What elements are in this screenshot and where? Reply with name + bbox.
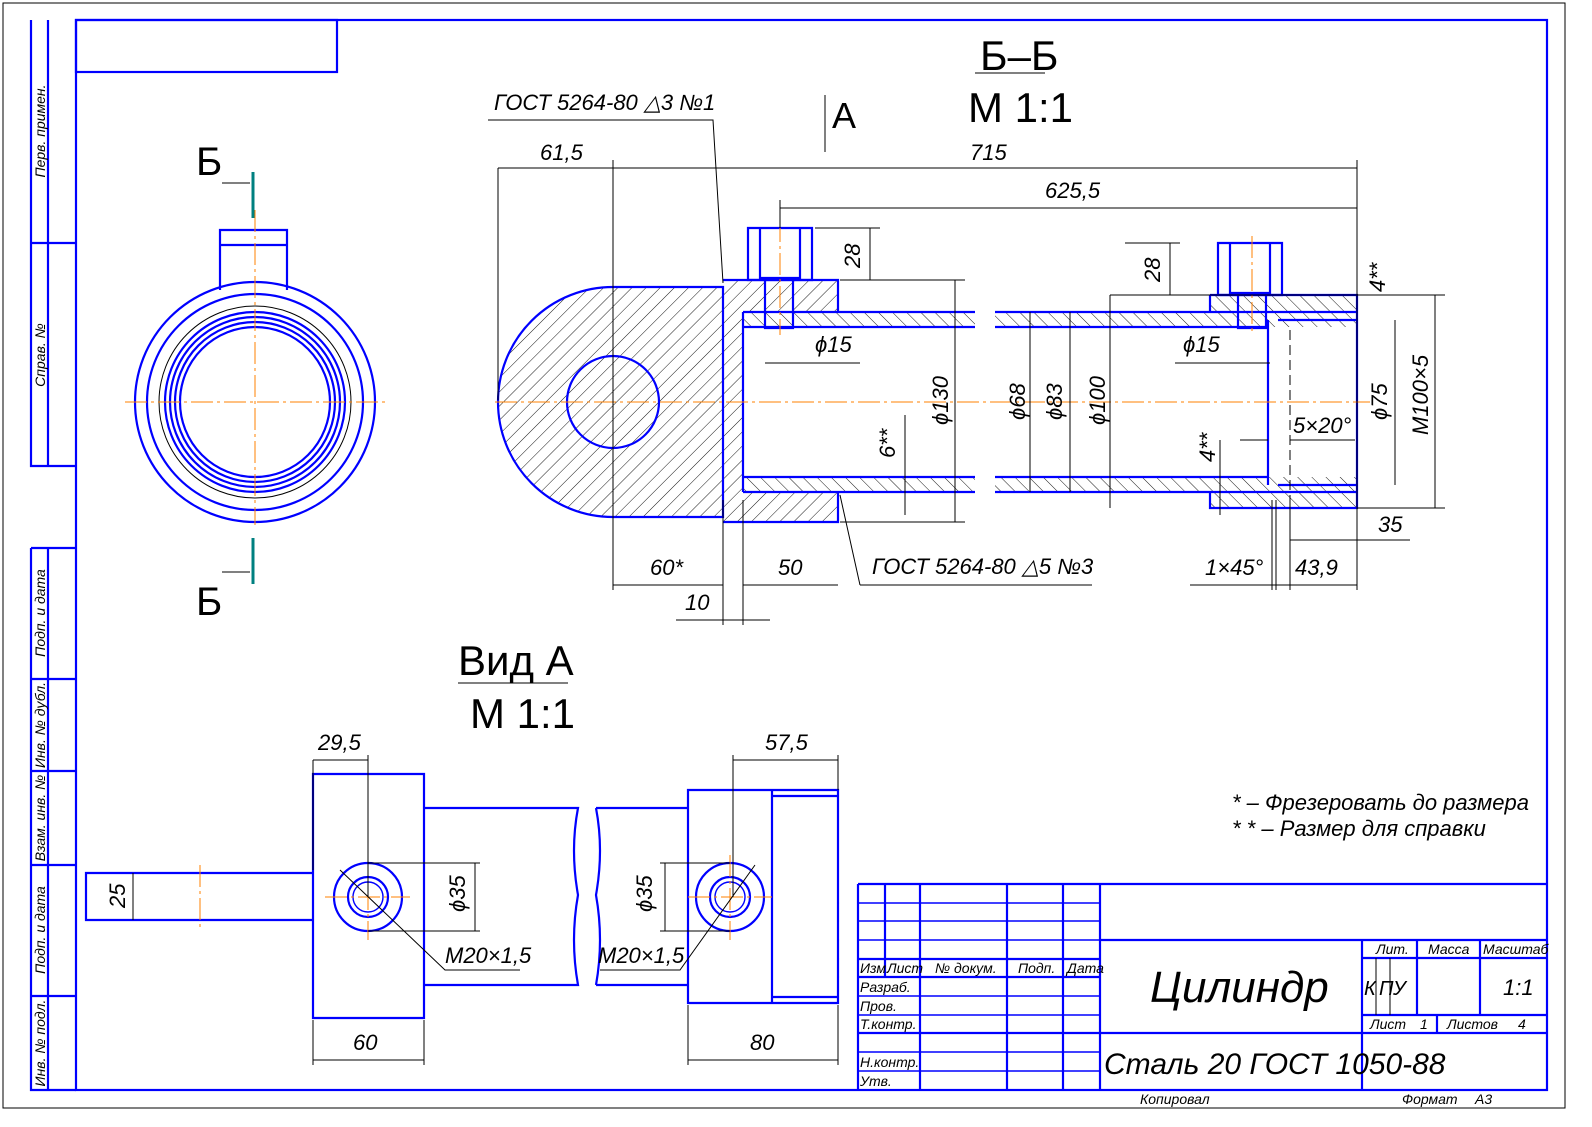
dim: 57,5 — [765, 730, 809, 755]
dim: 29,5 — [317, 730, 362, 755]
view-a-scale: М 1:1 — [470, 690, 575, 737]
dim: 80 — [750, 1030, 775, 1055]
dim: 1×45° — [1205, 555, 1264, 580]
cut-mark-bottom: Б — [196, 580, 222, 624]
dim: 625,5 — [1045, 178, 1101, 203]
dim: ϕ68 — [1005, 383, 1030, 420]
dim: 4** — [1365, 261, 1390, 292]
dim: 4** — [1195, 431, 1220, 462]
inner-frame — [74, 18, 1549, 1092]
dim: 35 — [1378, 512, 1403, 537]
section-title: Б–Б — [980, 32, 1058, 79]
dim: 25 — [105, 883, 130, 909]
weld-bottom: ГОСТ 5264-80 △5 №3 — [872, 554, 1094, 579]
copied-label: Копировал — [1140, 1091, 1210, 1107]
dim: ϕ130 — [928, 375, 953, 425]
tb-header: Изм. — [860, 960, 890, 976]
strip-label: Подп. и дата — [32, 569, 48, 657]
tb-header: Дата — [1065, 960, 1104, 976]
tb-header: Лист — [886, 960, 923, 976]
format-value: А3 — [1474, 1091, 1492, 1107]
dim: 28 — [1140, 257, 1165, 283]
material: Сталь 20 ГОСТ 1050-88 — [1104, 1048, 1446, 1081]
dim: 6** — [875, 427, 900, 458]
strip-label: Подп. и дата — [32, 886, 48, 974]
dim: ϕ100 — [1085, 375, 1110, 425]
lit-letter: У — [1392, 978, 1408, 1000]
side-strip: Перв. примен. Справ. № Подп. и дата Инв.… — [29, 20, 76, 1092]
note: * – Фрезеровать до размера — [1232, 790, 1529, 815]
sheets-value: 4 — [1518, 1016, 1526, 1032]
sheets-label: Листов — [1446, 1016, 1498, 1032]
strip-label: Справ. № — [32, 323, 48, 387]
dim: 60 — [353, 1030, 378, 1055]
section-view: Б–Б М 1:1 А ГОСТ 5264-80 △3 №1 ГОСТ 5264… — [488, 32, 1445, 625]
tb-role: Т.контр. — [860, 1016, 916, 1032]
view-arrow-label: А — [832, 95, 856, 136]
dim: ϕ83 — [1042, 383, 1067, 420]
note: * * – Размер для справки — [1232, 816, 1486, 841]
dim: M100×5 — [1408, 354, 1433, 435]
dim: 61,5 — [540, 140, 584, 165]
sheet-value: 1 — [1420, 1016, 1428, 1032]
strip-label: Инв. № дубл. — [32, 682, 48, 768]
title-block: Изм. Лист № докум. Подп. Дата Разраб. Пр… — [856, 882, 1550, 1107]
weld-top: ГОСТ 5264-80 △3 №1 — [494, 90, 715, 115]
dim: 28 — [840, 243, 865, 269]
tb-role: Утв. — [859, 1073, 892, 1089]
tb-header: Подп. — [1018, 960, 1055, 976]
strip-label: Перв. примен. — [32, 84, 48, 177]
dim: 5×20° — [1293, 413, 1352, 438]
scale-value: 1:1 — [1503, 975, 1534, 1000]
strip-label: Инв. № подл. — [32, 1000, 48, 1087]
dim: 50 — [778, 555, 803, 580]
dim: ϕ15 — [1183, 332, 1220, 357]
tb-header: № докум. — [935, 960, 997, 976]
tb-role: Пров. — [860, 998, 897, 1014]
dim: ϕ75 — [1367, 383, 1392, 420]
section-scale: М 1:1 — [968, 84, 1073, 131]
view-a: Вид А М 1:1 29,5 57,5 25 ϕ35 ϕ35 M20×1,5… — [84, 637, 840, 1065]
outer-frame — [2, 2, 1566, 1109]
thread-label: M20×1,5 — [445, 943, 532, 968]
dim: ϕ15 — [815, 332, 852, 357]
mass-label: Масса — [1428, 941, 1470, 957]
lit-letter: П — [1379, 978, 1394, 1000]
top-left-box — [74, 18, 339, 74]
dim: ϕ35 — [632, 875, 657, 912]
lit-label: Лит. — [1375, 941, 1409, 957]
dim: 60* — [650, 555, 684, 580]
view-a-title: Вид А — [458, 637, 574, 684]
sheet-label: Лист — [1369, 1016, 1406, 1032]
part-name: Цилиндр — [1150, 963, 1329, 1012]
format-label: Формат — [1402, 1091, 1458, 1107]
tb-role: Разраб. — [860, 979, 911, 995]
end-view: Б Б — [125, 140, 385, 624]
dim: 43,9 — [1295, 555, 1338, 580]
thread-label: M20×1,5 — [598, 943, 685, 968]
cut-mark-top: Б — [196, 140, 222, 184]
lit-letter: К — [1364, 978, 1377, 1000]
dim: 715 — [970, 140, 1007, 165]
dim: ϕ35 — [445, 875, 470, 912]
strip-label: Взам. инв. № — [32, 775, 48, 862]
scale-label: Масштаб — [1483, 941, 1550, 957]
tb-role: Н.контр. — [860, 1054, 919, 1070]
dim: 10 — [685, 590, 710, 615]
